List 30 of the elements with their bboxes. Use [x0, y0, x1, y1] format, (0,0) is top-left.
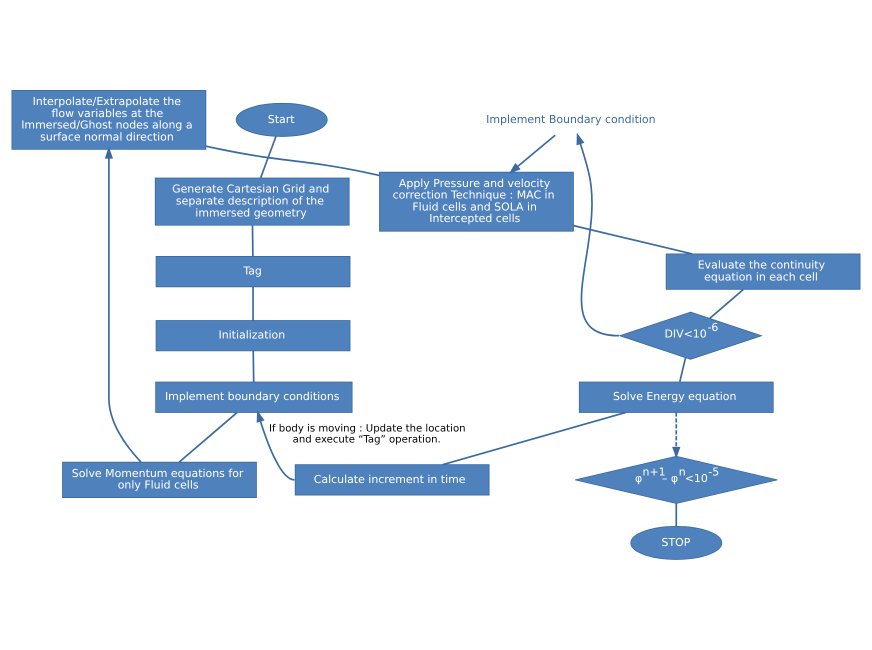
node-box: Evaluate the continuity equation in each cell	[666, 254, 860, 290]
connector	[252, 226, 254, 256]
node-box: Interpolate/Extrapolate the flow variables at the Immersed/Ghost nodes along a surface normal direction	[12, 90, 206, 150]
node-box: Generate Cartesian Grid and separate description of the immersed geometry	[154, 178, 350, 226]
connector	[709, 288, 744, 319]
node-box: Solve Momentum equations for only Fluid cells	[62, 462, 257, 498]
node-box: Solve Energy equation	[578, 382, 774, 413]
arrow	[508, 134, 556, 174]
node-ellipse: STOP	[630, 526, 722, 560]
node-box: Tag	[156, 256, 350, 288]
edge-label: If body is moving : Update the location and execute “Tag” operation.	[269, 423, 466, 446]
node-box: Calculate increment in time	[294, 464, 490, 496]
connector	[678, 358, 686, 382]
node-box: Implement boundary conditions	[155, 382, 353, 413]
node-text: Implement Boundary condition	[486, 112, 656, 126]
arrow	[104, 146, 142, 463]
connector	[442, 412, 626, 466]
node-ellipse: Start	[236, 102, 328, 137]
connector	[252, 351, 255, 382]
node-box: Apply Pressure and velocity correction Technique : MAC in Fluid cells and SOLA in Intercepted cells	[379, 172, 574, 232]
connector	[573, 224, 692, 255]
connector	[260, 136, 277, 178]
node-box: Initialization	[156, 320, 350, 352]
connector	[675, 504, 678, 526]
connector	[178, 412, 238, 463]
arrow	[256, 410, 295, 481]
arrow	[672, 412, 680, 459]
arrow	[576, 132, 620, 337]
connector	[252, 286, 254, 320]
connector	[206, 145, 380, 176]
